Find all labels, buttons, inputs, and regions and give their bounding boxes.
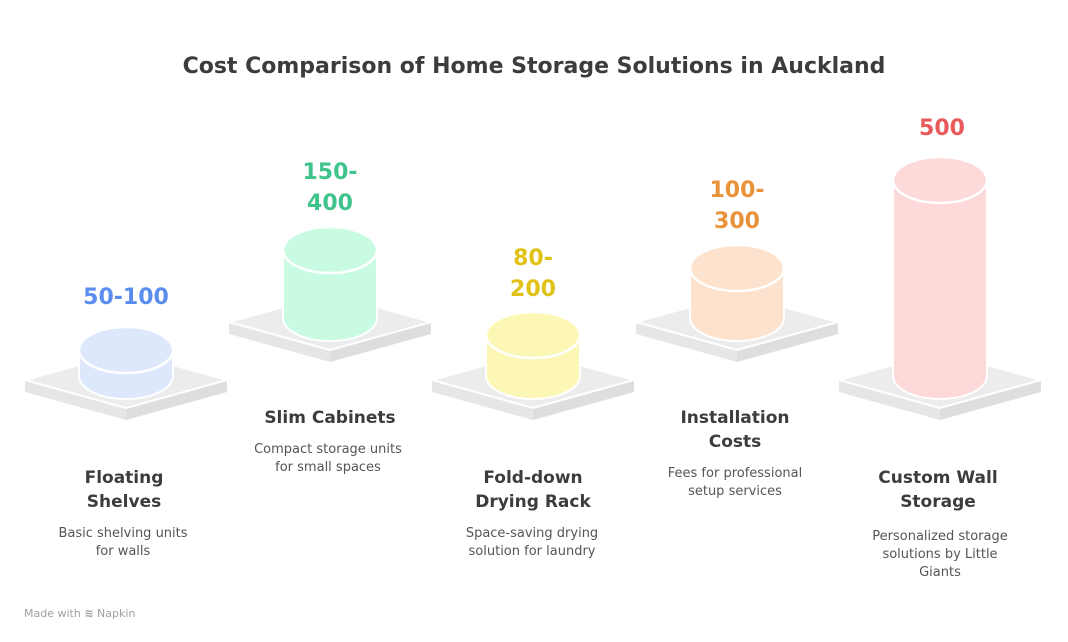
desc-line: solutions by Little <box>882 547 998 562</box>
desc-line: Compact storage units <box>254 442 402 457</box>
label-line: Drying Rack <box>475 492 591 512</box>
cylinder-body <box>892 179 988 400</box>
value-line: 400 <box>307 191 353 216</box>
value-2: 80-200 <box>453 243 613 305</box>
platform-side-left <box>432 380 533 420</box>
platform-side-left <box>636 322 737 362</box>
value-3: 100- 300 <box>657 175 817 237</box>
platform-side-right <box>533 380 634 420</box>
made-with-napkin[interactable]: Made with ≋ Napkin <box>24 607 135 620</box>
desc-line: Giants <box>919 565 961 580</box>
platform-side-right <box>126 380 227 420</box>
desc-1: Compact storage units for small spaces <box>233 441 423 477</box>
platform-side-right <box>330 322 431 362</box>
label-line: Floating <box>84 468 164 488</box>
desc-2: Space-saving drying solution for laundry <box>437 525 627 561</box>
value-1: 150- 400 <box>250 157 410 219</box>
label-line: Shelves <box>86 492 162 512</box>
desc-line: Basic shelving units <box>58 526 188 541</box>
value-4: 500 <box>862 113 1022 144</box>
platform-side-left <box>25 380 126 420</box>
value-line: 50-100 <box>83 285 169 310</box>
footer-brand: Napkin <box>97 607 136 620</box>
label-line: Storage <box>900 492 976 512</box>
label-line: Installation <box>680 408 790 428</box>
label-1: Slim Cabinets <box>240 406 420 430</box>
desc-line: for small spaces <box>275 460 381 475</box>
cylinder-top <box>77 325 175 375</box>
footer-prefix: Made with <box>24 607 81 620</box>
page-title: Cost Comparison of Home Storage Solution… <box>182 54 886 79</box>
napkin-logo-icon: ≋ <box>84 607 94 620</box>
cylinder-top <box>281 225 379 275</box>
value-0: 50-100 <box>46 282 206 313</box>
desc-line: solution for laundry <box>468 544 596 559</box>
platform-side-left <box>839 380 940 420</box>
platform-side-left <box>229 322 330 362</box>
cylinder-top <box>688 243 786 293</box>
value-line: 80- <box>513 246 553 271</box>
desc-line: Personalized storage <box>872 529 1008 544</box>
cylinder-top <box>891 155 989 205</box>
value-line: 200 <box>510 277 556 302</box>
label-line: Custom Wall <box>878 468 998 488</box>
cylinder-body <box>282 249 378 342</box>
value-line: 100- <box>709 178 765 203</box>
label-line: Costs <box>708 432 762 452</box>
label-line: Fold-down <box>483 468 583 488</box>
cylinder-top <box>484 310 582 360</box>
platform-side-right <box>737 322 838 362</box>
desc-0: Basic shelving units for walls <box>28 525 218 561</box>
label-line: Slim Cabinets <box>264 408 396 428</box>
value-line: 150- <box>302 160 358 185</box>
desc-line: Fees for professional <box>667 466 803 481</box>
value-line: 300 <box>714 209 760 234</box>
desc-line: Space-saving drying <box>465 526 599 541</box>
desc-3: Fees for professional setup services <box>640 465 830 501</box>
value-line: 500 <box>919 116 965 141</box>
desc-line: setup services <box>688 484 782 499</box>
desc-line: for walls <box>95 544 151 559</box>
platform-side-right <box>940 380 1041 420</box>
